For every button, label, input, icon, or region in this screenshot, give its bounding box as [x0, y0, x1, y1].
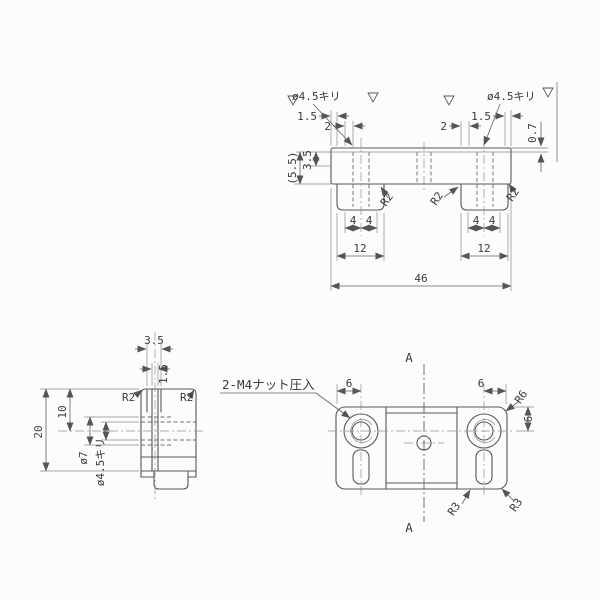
dim-label: 0.7 [526, 123, 539, 143]
dim-label: 3.5 [144, 334, 164, 347]
drill-note-right: ø4.5キリ [487, 90, 536, 103]
dim-label: 1.5 [471, 110, 491, 123]
dim-label: 3.5 [301, 150, 314, 170]
drill-note-left: ø4.5キリ [292, 90, 341, 103]
front-view: ø4.5キリ ø4.5キリ 1.5 2 2 1.5 3.5 (5.5) 0.7 … [286, 87, 554, 291]
dim-label: ø7 [77, 451, 90, 464]
dim-label: 10 [56, 405, 69, 418]
dim-label: 4 [350, 214, 357, 227]
plan-view: 2-M4ナット圧入 A A 6 6 6 R6 R3 R3 [220, 350, 535, 535]
front-labels: ø4.5キリ ø4.5キリ 1.5 2 2 1.5 3.5 (5.5) 0.7 … [286, 90, 539, 285]
side-centerlines [58, 332, 204, 502]
surface-finish-icon [443, 95, 455, 106]
fillet-label: R2 [122, 391, 135, 404]
slot-right [475, 449, 493, 485]
dim-label: 12 [477, 242, 490, 255]
plan-dimension-lines [220, 387, 532, 505]
surface-finish-icon [287, 95, 299, 106]
dim-label: 4 [366, 214, 373, 227]
dim-label: 4 [473, 214, 480, 227]
dim-label: 46 [414, 272, 427, 285]
dim-label: 1.5 [297, 110, 317, 123]
section-label-bottom: A [405, 520, 413, 535]
fillet-label: R2 [428, 189, 446, 207]
front-centerlines [360, 138, 485, 236]
plan-centerlines [328, 364, 514, 522]
surface-finish-icon [367, 92, 379, 103]
side-dimension-lines [42, 345, 195, 472]
fillet-label: R2 [378, 190, 396, 208]
dim-label: ø4.5キリ [94, 438, 107, 487]
dim-label: 2 [440, 120, 447, 133]
plan-labels: 2-M4ナット圧入 A A 6 6 6 R6 R3 R3 [222, 350, 535, 535]
side-labels: 3.5 1.5 R2 R2 20 10 ø7 ø4.5キリ [32, 334, 193, 486]
side-geometry [140, 388, 197, 490]
fillet-label: R2 [504, 185, 522, 203]
dim-label: 1.5 [157, 364, 170, 384]
dim-label: 6 [522, 416, 535, 423]
nut-note: 2-M4ナット圧入 [222, 377, 315, 392]
dim-label: (5.5) [286, 151, 299, 184]
fillet-label: R3 [445, 500, 463, 518]
front-dimension-lines [296, 103, 546, 290]
plan-geometry [335, 406, 508, 490]
slot-left [352, 449, 370, 485]
surface-finish-icon [542, 87, 554, 98]
fillet-label: R6 [512, 388, 530, 406]
section-label-top: A [405, 350, 413, 365]
dim-label: 6 [346, 377, 353, 390]
fillet-label: R2 [180, 391, 193, 404]
dim-label: 4 [489, 214, 496, 227]
front-hidden-lines [352, 152, 494, 207]
dim-label: 2 [324, 120, 331, 133]
front-surface-marks [287, 87, 554, 106]
fillet-label: R3 [507, 496, 525, 514]
dim-label: 20 [32, 425, 45, 438]
side-hidden-lines [141, 416, 196, 446]
dim-label: 12 [353, 242, 366, 255]
front-extension-lines [294, 110, 548, 291]
dim-label: 6 [478, 377, 485, 390]
side-view: 3.5 1.5 R2 R2 20 10 ø7 ø4.5キリ [32, 332, 204, 502]
